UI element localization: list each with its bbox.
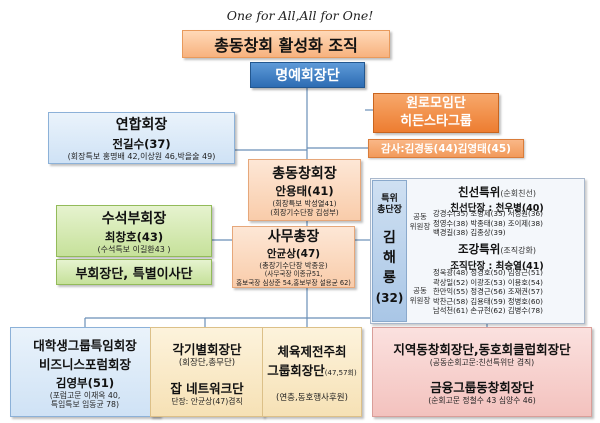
auditors-box: 감사:김경동(44)김영태(45) xyxy=(368,139,524,158)
president-head: 총동창회장 xyxy=(272,166,337,182)
elders-group-box: 원로모임단 히든스타그룹 xyxy=(373,93,499,133)
finance-group-head: 금융그룹동창회장단 xyxy=(430,380,534,395)
regional-clubs-box: 지역동창회장단,동호회클럽회장단 (공동순회고문:친선특위단 겸직) 금융그룹동… xyxy=(372,327,592,417)
class-chairs-head: 각기별회장단 xyxy=(172,341,242,357)
job-network-head: 잡 네트워크단 xyxy=(170,380,244,396)
president-sub1: (회장특보 박성열41) xyxy=(272,199,337,208)
vp-group-label: 부회장단, 특별이사단 xyxy=(75,266,193,282)
alliance-name: 전길수(37) xyxy=(112,137,171,151)
sports-festival-box: 체육제전주최 그룹회장단(47,57회) (연충,동호행사후원) xyxy=(262,327,362,417)
motto: One for All,All for One! xyxy=(226,8,374,23)
secretary-head: 사무총장 xyxy=(267,229,320,245)
sports-festival-line2: 그룹회장단(47,57회) xyxy=(267,363,357,378)
student-business-sub1: (포럼고문 이재옥 40, xyxy=(49,391,121,400)
student-business-name: 김영부(51) xyxy=(55,376,115,390)
special-chief-number: (32) xyxy=(375,291,404,305)
alliance-head: 연합회장 xyxy=(115,117,168,133)
alliance-sub: (회장특보 홍명배 42,이상원 46,박을술 49) xyxy=(67,152,216,161)
org-committee-header: 조강특위(조직강화) xyxy=(412,238,582,257)
org-leader: 조직단장 : 최승열(41) xyxy=(450,261,544,272)
list-item: 곽상일(52) 이광조(53) 이용호(54) xyxy=(433,277,543,287)
friendship-committee-label: 공동 위원장 xyxy=(409,212,431,231)
job-network-sub: 단장: 안균상(47)겸직 xyxy=(171,396,243,406)
honorary-chair-box: 명예회장단 xyxy=(250,62,365,88)
friendship-member-list: 강경수(35) 조병제(35) 서정원(36) 정영수(38) 박종태(38) … xyxy=(433,209,543,238)
list-item: 남석천(61) 손규현(62) 김병수(78) xyxy=(433,306,543,315)
secretary-sub1: (총장기수단장 박종윤) xyxy=(259,261,328,270)
friendship-leader: 친선단장 : 천우병(40) xyxy=(450,203,544,214)
class-chairs-sub: (회장단,총무단) xyxy=(178,357,236,368)
vp-group-box: 부회장단, 특별이사단 xyxy=(56,259,212,285)
elders-label: 원로모임단 xyxy=(406,96,466,111)
special-chief-title: 특위 총단장 xyxy=(377,194,402,215)
friendship-committee-header: 친선특위(순회친선) xyxy=(412,181,582,200)
sports-festival-line1: 체육제전주최 xyxy=(277,344,347,359)
org-head: 조강특위 xyxy=(457,242,501,256)
finance-group-sub: (순회고문 정철수 43 심양수 46) xyxy=(428,396,536,405)
senior-vp-box: 수석부회장 최창호(43) (수석특보 이길환43 ) xyxy=(56,205,212,257)
list-item: 정영수(38) 박종태(38) 조이제(38) xyxy=(433,218,543,228)
senior-vp-head: 수석부회장 xyxy=(101,210,167,227)
org-sub: (조직강화) xyxy=(500,246,536,255)
special-chief-name-3: 룡 xyxy=(383,270,396,286)
page-title: 총동창회 활성화 조직 xyxy=(182,30,390,58)
regional-clubs-sub: (공동순회고문:친선특위단 겸직) xyxy=(429,358,535,367)
president-sub2: (회장기수단장 김성부) xyxy=(270,208,339,217)
alliance-chair-box: 연합회장 전길수(37) (회장특보 홍명배 42,이상원 46,박을술 49) xyxy=(48,112,235,164)
president-name: 안용태(41) xyxy=(275,184,334,198)
org-committee-label: 공동 위원장 xyxy=(409,286,431,305)
sports-festival-sub: (연충,동호행사후원) xyxy=(276,393,348,403)
list-item: 백경길(38) 김종상(39) xyxy=(433,228,506,237)
regional-clubs-head: 지역동창회장단,동호회클럽회장단 xyxy=(393,342,571,357)
secretary-sub2: (사무국장 이종규51, xyxy=(264,270,323,278)
friendship-sub: (순회친선) xyxy=(500,189,536,198)
secretary-name: 안균상(47) xyxy=(266,248,321,260)
hidden-star-label: 히든스타그룹 xyxy=(400,114,472,129)
student-business-sub2: 특임특보 임동균 78) xyxy=(50,400,120,409)
senior-vp-sub: (수석특보 이길환43 ) xyxy=(97,244,171,254)
student-business-line1: 대학생그룹특임회장 xyxy=(33,338,137,353)
org-member-list: 정욱광(48) 정경호(50) 임장근(51) 곽상일(52) 이광조(53) … xyxy=(433,268,543,316)
special-chief-name-2: 해 xyxy=(383,250,396,266)
secretary-sub3: 홍보국장 심상준 54,홍보부장 설용균 62) xyxy=(236,279,351,287)
special-chief-name-1: 김 xyxy=(383,230,396,246)
special-chief-column: 특위 총단장 김 해 룡 (32) xyxy=(372,180,407,322)
senior-vp-name: 최창호(43) xyxy=(104,229,164,244)
president-box: 총동창회장 안용태(41) (회장특보 박성열41) (회장기수단장 김성부) xyxy=(248,159,361,221)
class-chairs-box: 각기별회장단 (회장단,총무단) 잡 네트워크단 단장: 안균상(47)겸직 xyxy=(150,327,264,417)
list-item: 강경수(35) 조병제(35) 서정원(36) xyxy=(433,209,543,218)
friendship-head: 친선특위 xyxy=(457,185,501,199)
student-business-line2: 비즈니스포럼회장 xyxy=(38,357,131,372)
list-item: 정욱광(48) 정경호(50) 임장근(51) xyxy=(433,268,543,277)
list-item: 박찬근(58) 김용태(59) 정병호(60) xyxy=(433,296,543,306)
secretary-general-box: 사무총장 안균상(47) (총장기수단장 박종윤) (사무국장 이종규51, 홍… xyxy=(232,226,355,288)
list-item: 한만익(55) 정경근(56) 조재권(57) xyxy=(433,287,543,296)
student-business-box: 대학생그룹특임회장 비즈니스포럼회장 김영부(51) (포럼고문 이재옥 40,… xyxy=(10,327,160,417)
